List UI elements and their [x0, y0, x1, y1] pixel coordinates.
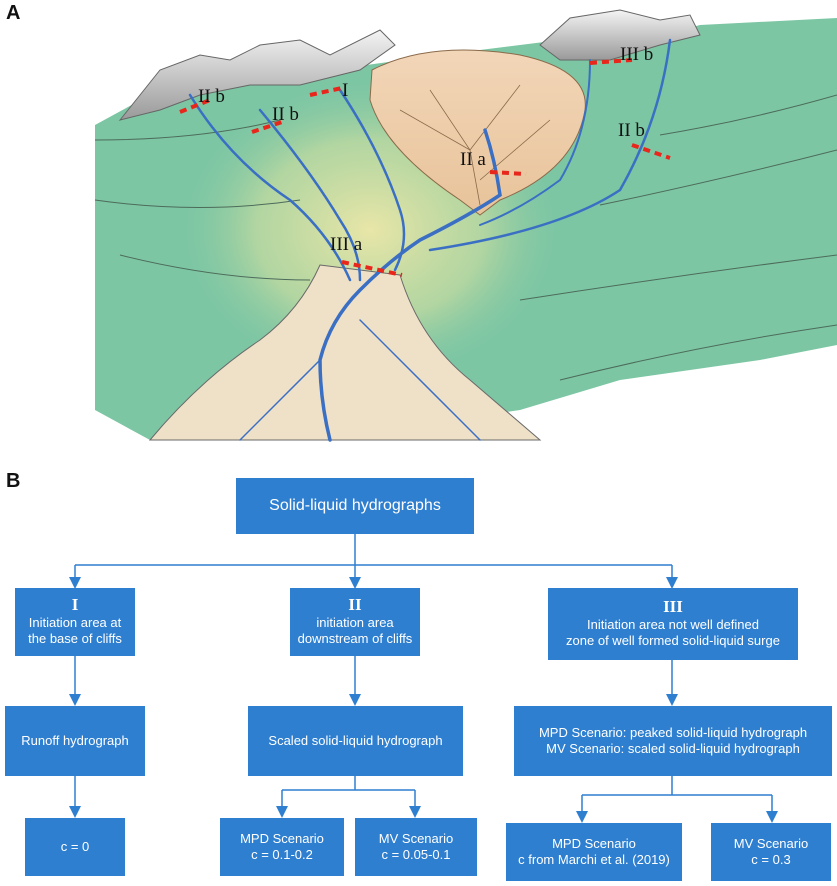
category-numeral: III [663, 597, 683, 617]
category-box-iii: III Initiation area not well defined zon… [548, 588, 798, 660]
section-label: III a [330, 234, 363, 255]
category-desc-line: zone of well formed solid-liquid surge [566, 633, 780, 649]
scenario-title: MPD Scenario [552, 835, 636, 851]
method-box-iii: MPD Scenario: peaked solid-liquid hydrog… [514, 706, 832, 776]
category-numeral: II [348, 595, 362, 615]
result-box-iii-mv: MV Scenario c = 0.3 [711, 823, 831, 881]
coefficient-label: c = 0.1-0.2 [251, 847, 313, 862]
scenario-title: MPD Scenario [240, 830, 324, 846]
method-box-ii: Scaled solid-liquid hydrograph [248, 706, 463, 776]
scenario-title: MV Scenario [378, 830, 454, 846]
cross-section-lines [179, 58, 671, 277]
result-box-iii-mpd: MPD Scenario c from Marchi et al. (2019) [506, 823, 682, 881]
category-desc-line: Initiation area not well defined [586, 617, 759, 633]
section-label: I [342, 80, 348, 101]
root-label: Solid-liquid hydrographs [269, 497, 441, 514]
alluvial-fan [148, 264, 542, 441]
basin-gullies [399, 84, 551, 206]
channels [188, 38, 672, 442]
method-label: MV Scenario: scaled solid-liquid hydrogr… [546, 741, 800, 756]
debris-flow-catchment-illustration: II b II b I II a III a III b II b [94, 9, 837, 442]
panel-label-b: B [6, 470, 21, 492]
category-desc-line: Initiation area at [28, 615, 122, 631]
coefficient-label: c = 0 [60, 838, 90, 854]
scenario-title: MV Scenario [733, 835, 809, 851]
section-label: II a [460, 149, 486, 170]
main-channel [318, 128, 502, 442]
category-numeral: I [71, 595, 79, 615]
category-desc-line: downstream of cliffs [297, 631, 413, 647]
method-box-i: Runoff hydrograph [5, 706, 145, 776]
panel-label-a: A [6, 2, 21, 24]
section-label: II b [618, 120, 645, 141]
method-label: Scaled solid-liquid hydrograph [268, 732, 443, 748]
result-box-ii-mv: MV Scenario c = 0.05-0.1 [355, 818, 477, 876]
section-labels: II b II b I II a III a III b II b [198, 44, 653, 255]
left-rock-cliffs [118, 29, 396, 121]
section-label: II b [272, 104, 299, 125]
right-rock-cliffs [539, 9, 701, 61]
coefficient-label: c from Marchi et al. (2019) [518, 852, 670, 867]
section-label: II b [198, 86, 225, 107]
coefficient-label: c = 0.3 [751, 852, 791, 867]
method-label: Runoff hydrograph [21, 732, 129, 748]
result-box-i: c = 0 [25, 818, 125, 876]
contour-lines [94, 94, 837, 381]
method-label: MPD Scenario: peaked solid-liquid hydrog… [538, 724, 808, 740]
category-desc-line: the base of cliffs [28, 631, 122, 647]
category-box-ii: II initiation area downstream of cliffs [290, 588, 420, 656]
coefficient-label: c = 0.05-0.1 [381, 847, 451, 862]
category-box-i: I Initiation area at the base of cliffs [15, 588, 135, 656]
section-label: III b [620, 44, 653, 65]
result-box-ii-mpd: MPD Scenario c = 0.1-0.2 [220, 818, 344, 876]
category-desc-line: initiation area [316, 615, 394, 631]
root-box: Solid-liquid hydrographs [236, 478, 474, 534]
